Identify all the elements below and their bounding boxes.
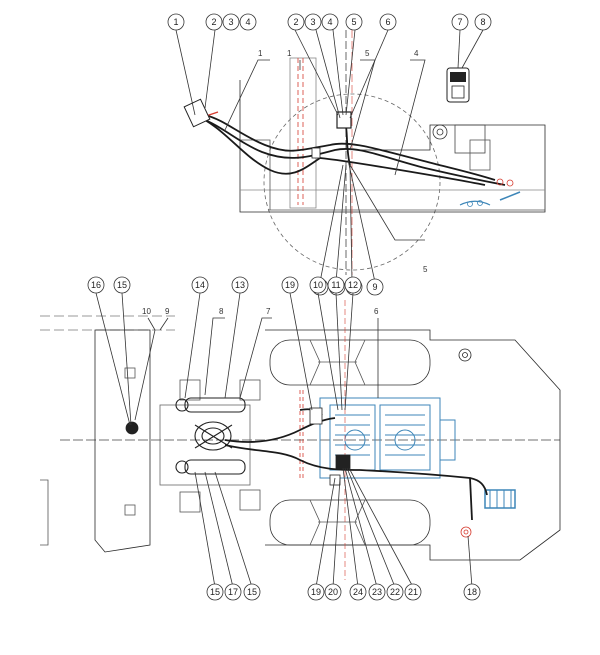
callout-number: 20 [328, 587, 338, 597]
callout-number: 19 [285, 280, 295, 290]
callout-number: 12 [348, 280, 358, 290]
callout-number: 2 [211, 17, 216, 27]
filter-pack [484, 489, 516, 509]
top-callouts: 1 2 3 4 2 3 4 5 6 7 8 9 10 11 12 [167, 13, 492, 296]
part-label: 5 [423, 265, 428, 274]
wheel-lower [269, 499, 431, 546]
part-label: 4 [414, 49, 419, 58]
callout-number: 15 [247, 587, 257, 597]
steering-cylinder-upper [184, 397, 246, 413]
rear-frame [265, 329, 561, 561]
callout-number: 22 [390, 587, 400, 597]
callout-number: 2 [293, 17, 298, 27]
callout-number: 23 [372, 587, 382, 597]
callout-number: 8 [480, 17, 485, 27]
callout-number: 19 [311, 587, 321, 597]
callout-number: 24 [353, 587, 363, 597]
part-label: 5 [365, 49, 370, 58]
wheel-outline [263, 93, 441, 271]
callout-number: 6 [385, 17, 390, 27]
callout-number: 15 [210, 587, 220, 597]
wheel-upper [269, 339, 431, 386]
callout-number: 15 [117, 280, 127, 290]
bottom-part-labels: 10 9 8 7 6 [142, 307, 379, 316]
fitting-block [336, 111, 352, 129]
callout-number: 14 [195, 280, 205, 290]
callout-number: 4 [327, 17, 332, 27]
callout-number: 4 [245, 17, 250, 27]
valve [309, 407, 323, 425]
part-label: 1 [287, 49, 292, 58]
callout-number: 17 [228, 587, 238, 597]
part-label: 7 [266, 307, 271, 316]
steering-cylinder-lower [184, 459, 246, 475]
callout-number: 10 [313, 280, 323, 290]
callout-number: 3 [228, 17, 233, 27]
callout-number: 11 [331, 280, 340, 290]
callout-number: 5 [351, 17, 356, 27]
callout-number: 1 [173, 17, 178, 27]
part-label: 1 [258, 49, 263, 58]
part-label: 6 [374, 307, 379, 316]
bottom-view [40, 300, 561, 580]
front-body [94, 329, 151, 553]
part-label: 8 [219, 307, 224, 316]
callout-number: 9 [372, 282, 377, 292]
callout-number: 16 [91, 280, 101, 290]
top-view [183, 30, 546, 275]
fitting [311, 147, 321, 159]
part-label: 9 [165, 307, 170, 316]
bottom-callouts: 16 15 14 13 19 10 11 12 15 17 15 19 20 2… [87, 276, 481, 601]
frame-outline [239, 80, 546, 213]
callout-number: 7 [457, 17, 462, 27]
valve-dark [335, 454, 351, 470]
top-part-labels: 1 1 5 4 5 [258, 49, 428, 274]
callout-number: 3 [310, 17, 315, 27]
brake-accumulator [125, 421, 139, 435]
callout-number: 18 [467, 587, 477, 597]
callout-number: 13 [235, 280, 245, 290]
callout-number: 21 [408, 587, 418, 597]
part-label: 10 [142, 307, 151, 316]
